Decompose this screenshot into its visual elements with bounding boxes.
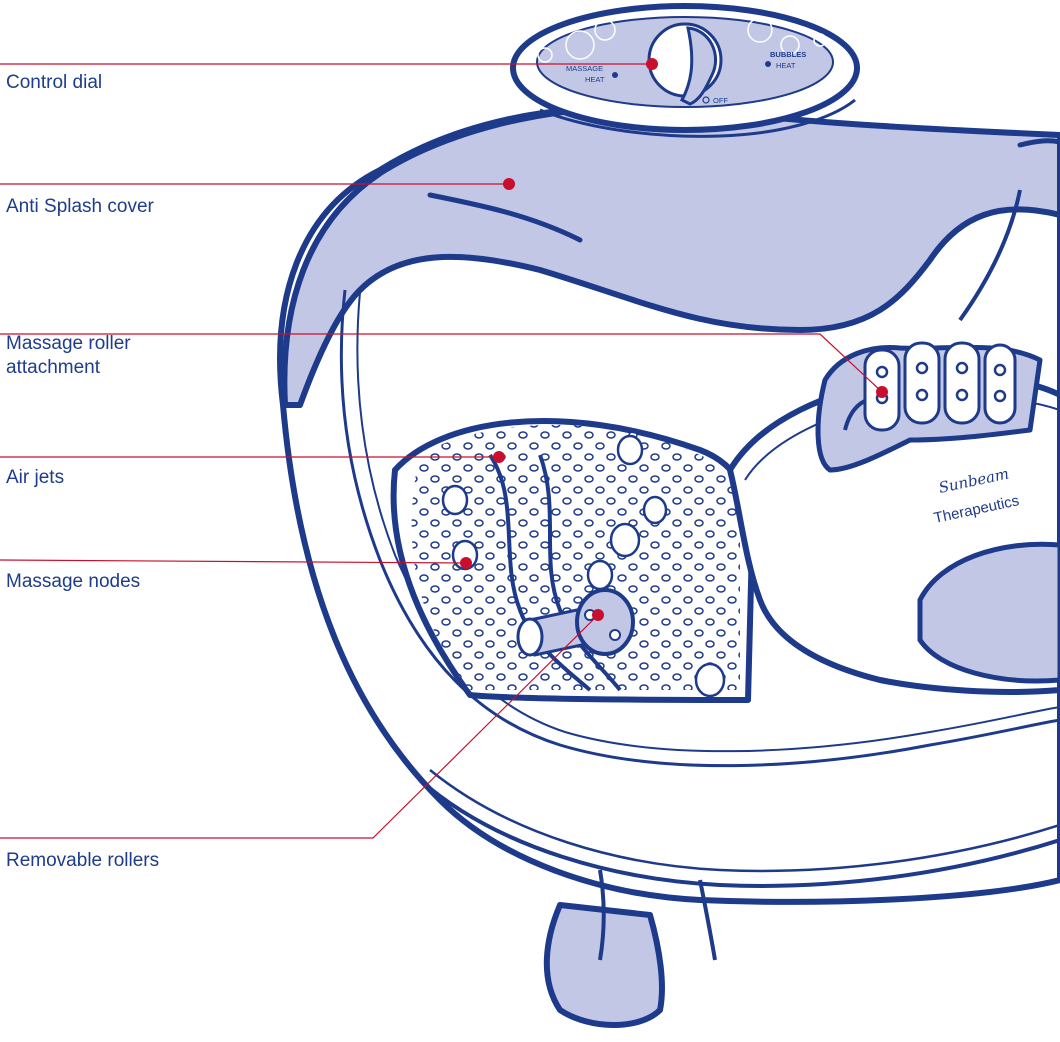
dial-bubbles-label: BUBBLES	[770, 50, 806, 59]
massage-node	[611, 524, 639, 556]
massage-node	[618, 436, 642, 464]
dial-off-label: OFF	[713, 96, 728, 105]
massage-node	[696, 664, 724, 696]
massage-node	[644, 497, 666, 523]
heat-left-indicator	[612, 72, 618, 78]
dial-massage-label: MASSAGE	[566, 64, 603, 73]
dial-heat-right-label: HEAT	[776, 61, 796, 70]
dot-air-jets	[493, 451, 505, 463]
dot-massage-roller	[876, 386, 888, 398]
label-massage-nodes: Massage nodes	[6, 570, 140, 594]
label-massage-roller-attachment: Massage roller attachment	[6, 332, 131, 380]
dot-control-dial	[646, 58, 658, 70]
dot-removable-rollers	[592, 609, 604, 621]
dot-massage-nodes	[460, 557, 472, 569]
dial-heat-left-label: HEAT	[585, 75, 605, 84]
dot-anti-splash-cover	[503, 178, 515, 190]
foot-spa-body: Sunbeam Therapeutics	[280, 107, 1060, 1025]
label-air-jets: Air jets	[6, 466, 64, 490]
label-control-dial: Control dial	[6, 71, 102, 95]
massage-node	[588, 561, 612, 589]
label-removable-rollers: Removable rollers	[6, 849, 159, 873]
heat-right-indicator	[765, 61, 771, 67]
massage-node	[443, 486, 467, 514]
label-anti-splash-cover: Anti Splash cover	[6, 195, 154, 219]
